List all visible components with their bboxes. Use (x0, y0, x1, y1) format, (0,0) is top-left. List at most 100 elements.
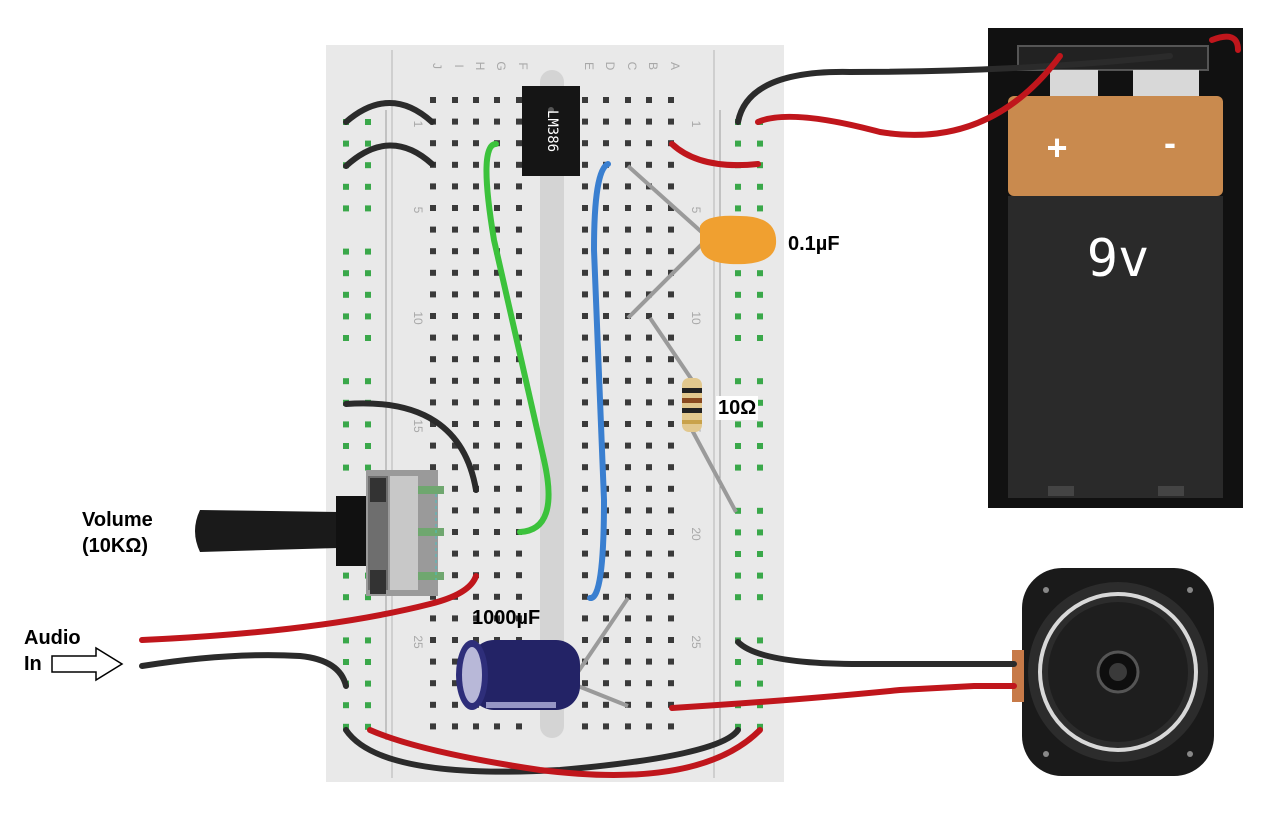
breadboard-hole (473, 183, 479, 190)
breadboard-hole (494, 269, 500, 276)
breadboard-hole (516, 226, 522, 233)
breadboard-hole (603, 377, 609, 384)
breadboard-hole (430, 226, 436, 233)
resistor-band-1 (682, 388, 702, 393)
breadboard-hole (646, 248, 652, 255)
breadboard-hole (668, 248, 674, 255)
breadboard-hole (582, 205, 588, 211)
breadboard-hole (603, 97, 609, 103)
breadboard-hole (582, 334, 588, 341)
rail-hole (343, 421, 349, 428)
rail-hole (343, 723, 349, 730)
breadboard-hole (582, 701, 588, 708)
breadboard-hole (582, 680, 588, 687)
label-cap-large: 1000µF (472, 607, 541, 629)
breadboard-hole (625, 226, 631, 233)
rail-hole (757, 421, 763, 428)
breadboard-hole (473, 637, 479, 643)
breadboard-hole (646, 529, 652, 535)
breadboard-hole (582, 615, 588, 622)
battery-terminal-minus (1133, 70, 1199, 96)
breadboard-hole (516, 421, 522, 427)
chip-label: LM386 (544, 110, 560, 152)
breadboard-hole (516, 183, 522, 190)
breadboard-hole (646, 507, 652, 514)
breadboard-hole (430, 291, 436, 298)
rail-hole (757, 551, 763, 557)
breadboard-hole (430, 615, 436, 622)
breadboard-hole (603, 291, 609, 298)
rail-hole (757, 680, 763, 687)
rail-hole (735, 443, 741, 449)
rail-hole (757, 637, 763, 644)
rail-hole (757, 594, 763, 601)
breadboard-hole (473, 248, 479, 255)
label-volume-value: (10KΩ) (82, 535, 149, 557)
breadboard-hole (668, 205, 674, 211)
battery-clip-left (1048, 486, 1074, 496)
breadboard-hole (582, 572, 588, 579)
col-letter-a: A (668, 62, 682, 70)
breadboard-hole (452, 442, 458, 449)
breadboard-hole (452, 118, 458, 125)
rail-hole (735, 529, 741, 536)
breadboard-hole (646, 140, 652, 147)
rail-hole (757, 313, 763, 320)
rail-hole (343, 248, 349, 255)
breadboard-hole (625, 291, 631, 298)
breadboard-hole (668, 637, 674, 643)
breadboard-hole (516, 615, 522, 622)
rail-hole (757, 464, 763, 471)
capacitor-1000uf (456, 596, 630, 710)
breadboard-hole (452, 97, 458, 103)
breadboard-hole (473, 723, 479, 730)
breadboard-hole (646, 464, 652, 471)
breadboard-hole (516, 377, 522, 384)
breadboard-hole (516, 464, 522, 471)
breadboard-hole (668, 550, 674, 557)
breadboard-hole (430, 377, 436, 384)
rail-hole (343, 270, 349, 277)
row-number-5-right: 5 (689, 207, 703, 214)
breadboard-hole (625, 118, 631, 125)
breadboard-hole (516, 161, 522, 168)
rail-hole (365, 378, 371, 385)
breadboard-hole (452, 248, 458, 255)
row-number-1-right: 1 (689, 121, 703, 128)
rail-hole (757, 507, 763, 514)
breadboard-hole (516, 140, 522, 147)
breadboard-hole (430, 97, 436, 103)
breadboard-hole (452, 356, 458, 363)
rail-hole (343, 464, 349, 471)
breadboard-hole (494, 529, 500, 535)
breadboard-hole (603, 226, 609, 233)
breadboard-hole (516, 399, 522, 406)
breadboard-hole (430, 701, 436, 708)
breadboard-hole (603, 572, 609, 579)
speaker (1012, 568, 1214, 776)
breadboard-hole (646, 701, 652, 708)
breadboard-hole (494, 593, 500, 600)
breadboard-hole (625, 356, 631, 363)
rail-hole (365, 443, 371, 449)
pot-pin-2 (418, 528, 444, 536)
breadboard-hole (473, 442, 479, 449)
col-letter-e: E (582, 62, 596, 70)
rail-hole (757, 205, 763, 212)
rail-hole (735, 594, 741, 601)
pot-nut-top (370, 478, 386, 502)
breadboard-hole (603, 723, 609, 730)
breadboard-hole (603, 334, 609, 341)
breadboard-hole (452, 183, 458, 190)
breadboard-hole (494, 183, 500, 190)
breadboard-hole (494, 421, 500, 427)
breadboard-hole (452, 399, 458, 406)
breadboard-hole (452, 723, 458, 730)
breadboard-hole (646, 723, 652, 730)
breadboard-hole (473, 161, 479, 168)
rail-hole (365, 183, 371, 190)
breadboard-hole (430, 356, 436, 363)
breadboard-hole (668, 464, 674, 471)
breadboard-hole (516, 442, 522, 449)
